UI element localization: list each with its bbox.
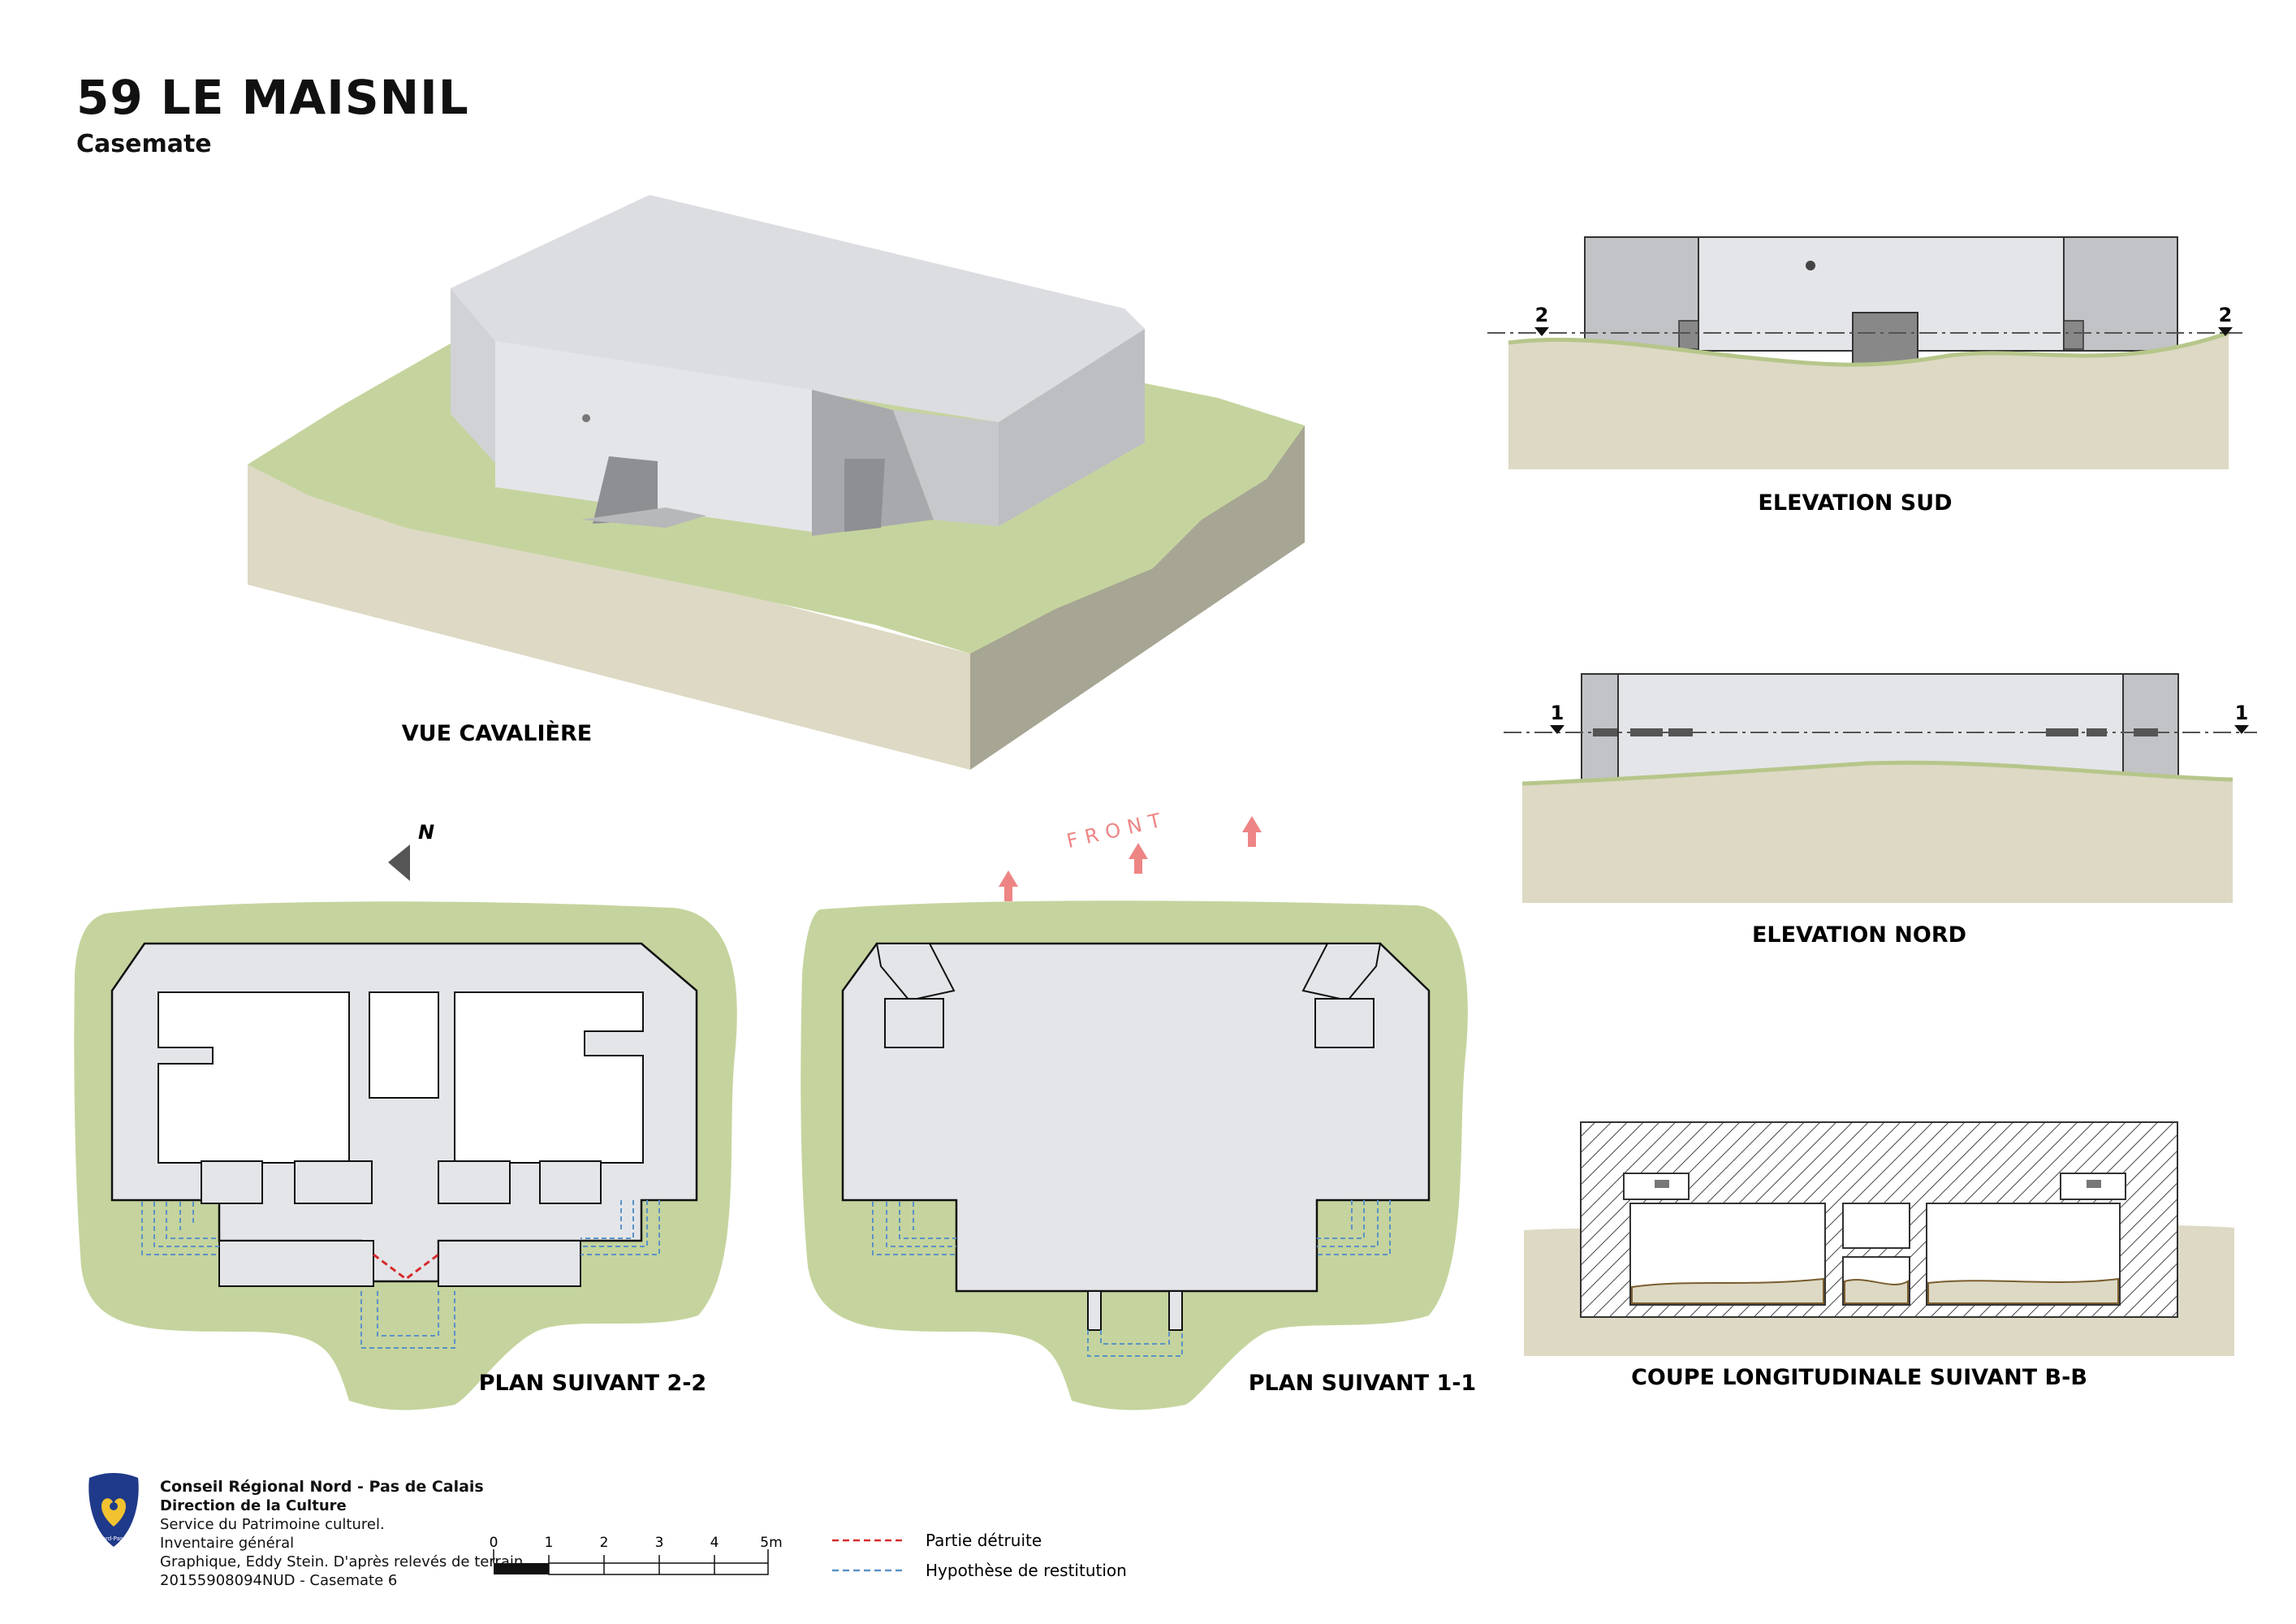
plan11-block-left [884,998,944,1048]
scale-tick-5: 5m [760,1535,782,1551]
nord-marker-right [2234,725,2249,734]
front-arrow-icon-3 [1242,816,1262,847]
coupe-floor-left [1631,1277,1824,1304]
nord-grass-line [1521,760,2233,786]
plan11-embrasure-right [1301,943,1382,1002]
label-coupe: COUPE LONGITUDINALE SUIVANT B-B [1631,1365,2087,1390]
logo-heart-icon [101,1498,126,1527]
plan22-wing-left [218,1240,374,1287]
page-subtitle: Casemate [76,130,212,158]
plan-11 [801,901,1468,1410]
scale-seg-1 [494,1563,549,1574]
coupe-floor-right [1927,1277,2119,1304]
front-arrows [999,816,1262,901]
nord-marker-left [1550,725,1564,734]
nord-marker-label-right: 1 [2235,702,2249,724]
nord-soil [1522,762,2233,903]
plan11-embrasure-left [875,943,956,1002]
cavaliere-porthole [582,414,590,422]
plan11-hyp-bottom [1087,1330,1183,1357]
scale-tick-1: 1 [545,1535,554,1551]
cavaliere-roof [451,195,1145,422]
cavaliere-wall-front-right [893,410,999,526]
sud-marker-left [1534,327,1549,336]
plan22-corridor [369,991,439,1099]
cavaliere-shadow [580,508,706,528]
logo [88,1473,139,1547]
nord-slot-2 [1630,728,1663,736]
sud-vent-left [1678,320,1699,350]
plan22-wing-right [438,1240,581,1287]
scale-bar [493,1549,769,1575]
label-plan-22: PLAN SUIVANT 2-2 [479,1371,706,1396]
legend-hypothesis-label: Hypothèse de restitution [926,1561,1127,1580]
plan11-outer-wall [841,942,1431,1293]
plan11-stub-left [1087,1290,1102,1331]
logo-dot-icon [110,1502,118,1510]
coupe-nook-slot-right [2087,1180,2101,1188]
plan22-room-left [158,991,350,1164]
footer-credits: Conseil Régional Nord - Pas de Calais Di… [160,1478,528,1590]
plan22-hyp-bottom [360,1291,455,1349]
sud-soil [1508,333,2229,469]
plan22-destroyed [373,1253,439,1281]
plan22-block-c [201,1160,263,1204]
page-title: 59 LE MAISNIL [76,70,469,125]
legend-destroyed-label: Partie détruite [926,1531,1042,1550]
plan22-block-a [294,1160,373,1204]
north-arrow-icon [388,844,410,881]
front-arrow-icon-1 [999,870,1018,901]
coupe-nook-slot-left [1655,1180,1669,1188]
cavaliere-soil-side [970,425,1305,770]
plan22-hyp-left [141,1202,219,1255]
sud-porthole [1806,261,1815,270]
footer-inventory: Inventaire général [160,1535,295,1552]
scale-seg-2 [548,1562,769,1575]
label-elevation-sud: ELEVATION SUD [1758,490,1952,516]
scale-tick-3: 3 [655,1535,664,1551]
front-label: FRONT [1064,807,1170,853]
label-elevation-nord: ELEVATION NORD [1752,922,1966,948]
cavaliere-wall-right [999,329,1145,526]
north-label: N [418,821,434,844]
plan22-block-b [438,1160,511,1204]
plan-22 [74,901,737,1410]
label-plan-11: PLAN SUIVANT 1-1 [1249,1371,1476,1396]
scale-tick-2: 2 [600,1535,609,1551]
sud-vent-right [2063,320,2084,350]
plan22-room-right [454,991,644,1164]
cavaliere-wall-left [451,288,495,463]
coupe-room-center-top [1842,1203,1910,1249]
logo-text: Région Nord-Pas de Calais [76,1535,151,1542]
plan11-hyp-left [872,1202,956,1255]
footer-credit: Graphique, Eddy Stein. D'après relevés d… [160,1553,528,1570]
cavaliere-entrance-left [593,456,658,524]
footer-ref: 20155908094NUD - Casemate 6 [160,1572,398,1589]
sud-marker-label-right: 2 [2219,304,2233,326]
label-cavaliere: VUE CAVALIÈRE [402,720,592,746]
plan22-block-d [539,1160,602,1204]
sud-marker-right [2218,327,2233,336]
footer-dept: Direction de la Culture [160,1497,347,1514]
elevation-sud [1487,236,2242,469]
cavaliere-entrance-right [844,459,885,532]
scale-tick-0: 0 [490,1535,498,1551]
plan11-stub-right [1168,1290,1183,1331]
plan11-block-right [1314,998,1375,1048]
front-arrow-icon-2 [1129,843,1148,874]
scale-tick-4: 4 [710,1535,719,1551]
nord-marker-label-left: 1 [1551,702,1564,724]
cavaliere-view [248,195,1305,770]
coupe-bb [1524,1121,2234,1356]
footer-service: Service du Patrimoine culturel. [160,1516,385,1533]
north-arrow [388,844,410,881]
cavaliere-wall-front [495,341,812,532]
footer-org: Conseil Régional Nord - Pas de Calais [160,1478,484,1496]
sud-marker-label-left: 2 [1535,304,1549,326]
coupe-floor-center [1844,1279,1909,1304]
elevation-nord [1504,673,2257,903]
cavaliere-soil-front [248,464,970,770]
sud-grass-line [1508,330,2229,367]
